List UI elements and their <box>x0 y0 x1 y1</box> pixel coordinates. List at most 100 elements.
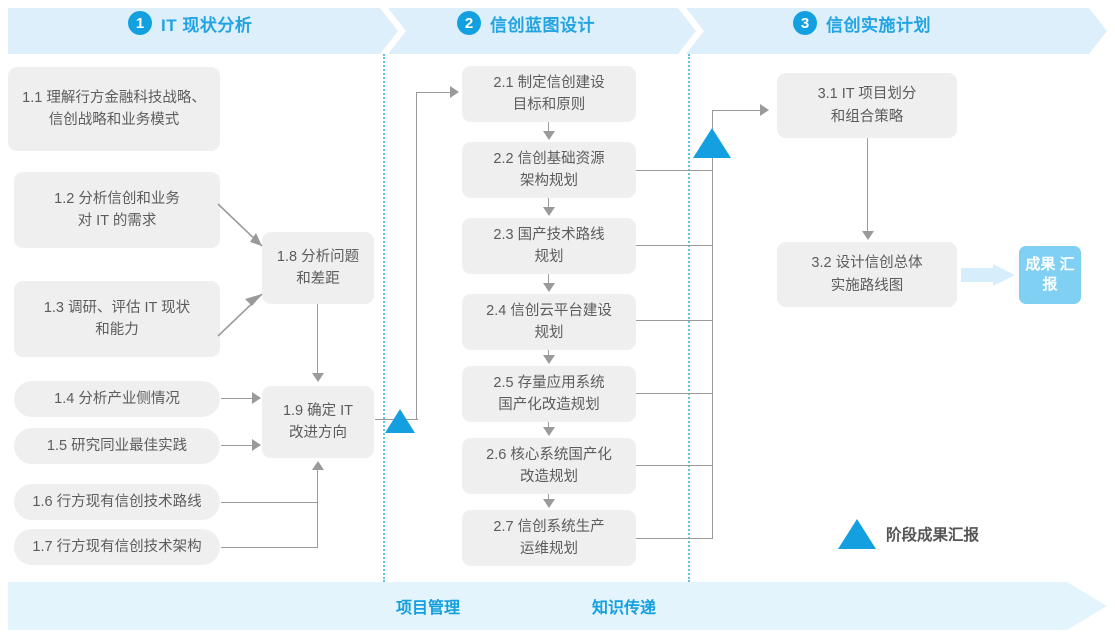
connector-2-4-to-2-5-arrow-icon <box>543 355 555 364</box>
box-1-1-line2: 信创战略和业务模式 <box>48 112 180 128</box>
box-2-1[interactable]: 2.1 制定信创建设 目标和原则 <box>462 66 636 122</box>
bus-line-from-2-2 <box>636 170 713 172</box>
connector-3-1-to-3-2-line <box>867 138 869 233</box>
bus-line-from-2-7 <box>636 538 713 540</box>
box-2-7-line2: 运维规划 <box>520 541 578 557</box>
box-1-1[interactable]: 1.1 理解行方金融科技战略、 信创战略和业务模式 <box>8 67 220 151</box>
box-2-4-line2: 规划 <box>534 325 564 341</box>
box-2-5[interactable]: 2.5 存量应用系统 国产化改造规划 <box>462 366 636 422</box>
box-2-4-line1: 2.4 信创云平台建设 <box>486 302 612 319</box>
connector-1-4-to-1-9-arrow-icon <box>252 392 261 404</box>
box-1-4[interactable]: 1.4 分析产业侧情况 <box>14 381 220 417</box>
box-1-3[interactable]: 1.3 调研、评估 IT 现状 和能力 <box>14 281 220 357</box>
box-2-5-line2: 国产化改造规划 <box>498 397 600 413</box>
phase-title-2: 信创蓝图设计 <box>490 15 595 35</box>
footer-item-project-management[interactable]: 项目管理 <box>396 582 460 630</box>
phase-segment-1[interactable] <box>8 8 398 54</box>
phase-number-1: 1 <box>128 11 152 35</box>
connector-2-5-to-2-6-line <box>548 422 550 429</box>
box-2-6[interactable]: 2.6 核心系统国产化 改造规划 <box>462 438 636 494</box>
connector-1-6-to-1-9-line <box>221 502 318 504</box>
box-2-1-line2: 目标和原则 <box>512 97 586 113</box>
footer-item-knowledge-transfer[interactable]: 知识传递 <box>592 582 656 630</box>
box-2-7-line1: 2.7 信创系统生产 <box>493 518 605 535</box>
connector-1-9-to-2-1-arrow-icon <box>450 86 459 98</box>
phase-segment-2[interactable] <box>388 8 696 54</box>
box-1-9[interactable]: 1.9 确定 IT 改进方向 <box>262 386 374 458</box>
connector-1-7-to-1-9-line <box>221 547 318 549</box>
box-2-2-line2: 架构规划 <box>520 173 578 189</box>
box-2-1-line1: 2.1 制定信创建设 <box>493 74 605 91</box>
box-1-3-line2: 和能力 <box>95 322 139 338</box>
footer-label-2: 知识传递 <box>592 600 657 617</box>
connector-1-8-to-1-9-arrow-icon <box>312 373 324 382</box>
connector-bus-to-3-1-arrow-icon <box>760 104 769 116</box>
phase-divider-right <box>688 54 690 582</box>
box-3-2[interactable]: 3.2 设计信创总体 实施路线图 <box>777 242 957 307</box>
milestone-triangle-phase1-icon <box>385 409 415 433</box>
connector-2-2-to-2-3-line <box>548 198 550 209</box>
box-2-3[interactable]: 2.3 国产技术路线 规划 <box>462 218 636 274</box>
result-badge-line1: 成果 <box>1025 255 1056 273</box>
phase-title-1: IT 现状分析 <box>161 15 253 35</box>
box-1-5[interactable]: 1.5 研究同业最佳实践 <box>14 428 220 464</box>
legend-milestone: 阶段成果汇报 <box>838 519 979 549</box>
phase-header-3[interactable]: 3 信创实施计划 <box>793 0 931 46</box>
phase-number-2: 2 <box>457 11 481 35</box>
connector-1-9-to-2-1-riser <box>416 92 418 420</box>
box-1-9-line2: 改进方向 <box>288 425 347 441</box>
box-2-3-line1: 2.3 国产技术路线 <box>493 226 605 243</box>
box-2-4[interactable]: 2.4 信创云平台建设 规划 <box>462 294 636 350</box>
footer-band <box>8 582 1107 630</box>
bus-line-from-2-6 <box>636 465 713 467</box>
connector-1-2-to-1-8 <box>217 203 263 247</box>
bus-line-from-2-3 <box>636 245 713 247</box>
connector-1-6-1-7-riser <box>317 470 319 548</box>
connector-2-5-to-2-6-arrow-icon <box>543 427 555 436</box>
box-2-3-line2: 规划 <box>534 249 564 265</box>
phase-header-2[interactable]: 2 信创蓝图设计 <box>457 0 595 46</box>
box-1-5-line1: 1.5 研究同业最佳实践 <box>46 437 188 454</box>
box-1-3-line1: 1.3 调研、评估 IT 现状 <box>43 299 191 316</box>
result-badge-line2: 汇报 <box>1042 255 1075 293</box>
connector-2-6-to-2-7-arrow-icon <box>543 499 555 508</box>
box-1-8-line1: 1.8 分析问题 <box>276 248 360 265</box>
footer-label-1: 项目管理 <box>396 600 461 617</box>
box-2-2[interactable]: 2.2 信创基础资源 架构规划 <box>462 142 636 198</box>
box-2-5-line1: 2.5 存量应用系统 <box>493 374 605 391</box>
connector-1-6-1-7-arrow-icon <box>312 461 324 470</box>
bus-line-from-2-4 <box>636 320 713 322</box>
box-1-8[interactable]: 1.8 分析问题 和差距 <box>262 232 374 304</box>
box-1-2[interactable]: 1.2 分析信创和业务 对 IT 的需求 <box>14 172 220 248</box>
result-flow-arrow-icon <box>961 264 1015 286</box>
connector-2-3-to-2-4-arrow-icon <box>543 283 555 292</box>
connector-1-3-to-1-8 <box>217 293 263 337</box>
connector-2-3-to-2-4-line <box>548 274 550 285</box>
phase-number-3: 3 <box>793 11 817 35</box>
box-1-9-line1: 1.9 确定 IT <box>282 402 354 419</box>
connector-3-1-to-3-2-arrow-icon <box>862 231 874 240</box>
connector-bus-to-3-1-line <box>712 110 762 112</box>
box-2-2-line1: 2.2 信创基础资源 <box>493 150 605 167</box>
connector-2-1-to-2-2-arrow-icon <box>543 131 555 140</box>
result-badge[interactable]: 成果 汇报 <box>1019 246 1081 304</box>
connector-1-8-to-1-9-line <box>317 304 319 374</box>
phase-header-1[interactable]: 1 IT 现状分析 <box>128 0 252 46</box>
box-3-2-line2: 实施路线图 <box>830 277 904 294</box>
phase-title-3: 信创实施计划 <box>826 15 931 35</box>
box-1-8-line2: 和差距 <box>296 271 340 287</box>
connector-2-1-to-2-2-line <box>548 122 550 133</box>
phase-divider-left <box>383 54 385 582</box>
box-2-7[interactable]: 2.7 信创系统生产 运维规划 <box>462 510 636 566</box>
connector-2-4-to-2-5-line <box>548 350 550 357</box>
connector-2-2-to-2-3-arrow-icon <box>543 207 555 216</box>
box-3-1[interactable]: 3.1 IT 项目划分 和组合策略 <box>777 73 957 138</box>
box-3-1-line1: 3.1 IT 项目划分 <box>817 86 917 103</box>
phase2-to-phase3-bus <box>712 110 714 539</box>
box-1-7[interactable]: 1.7 行方现有信创技术架构 <box>14 529 220 565</box>
phase-segment-3[interactable] <box>686 8 1107 54</box>
box-1-6[interactable]: 1.6 行方现有信创技术路线 <box>14 484 220 520</box>
box-3-1-line2: 和组合策略 <box>830 108 904 125</box>
legend-milestone-label: 阶段成果汇报 <box>886 527 980 544</box>
